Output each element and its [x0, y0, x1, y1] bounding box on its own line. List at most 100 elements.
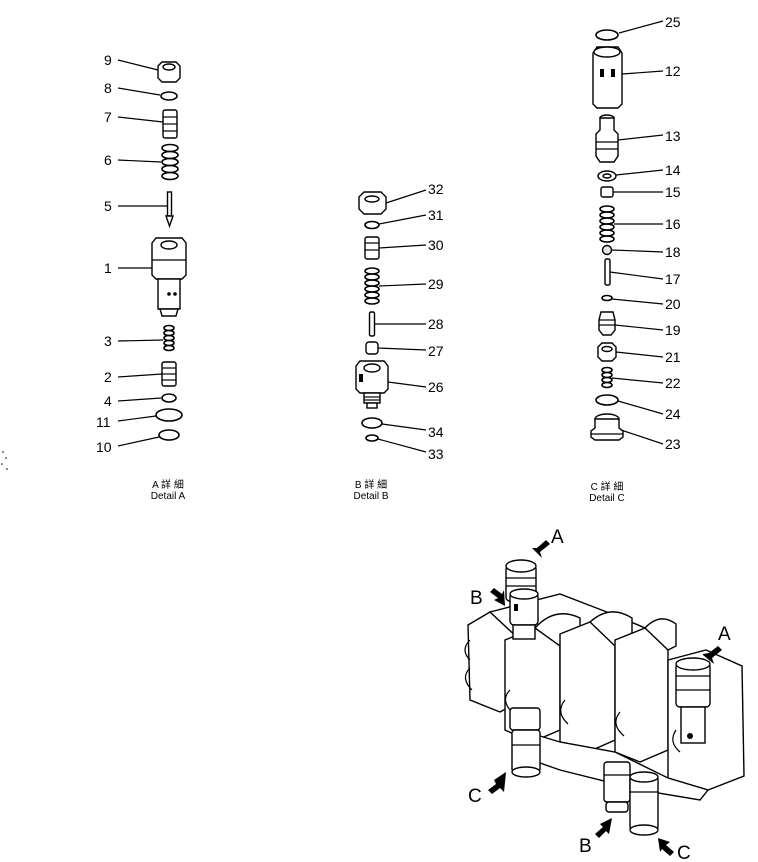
part-label-1: 1 [104, 260, 112, 276]
part-label-26: 26 [428, 379, 444, 395]
part-24-o-ring [595, 394, 619, 406]
part-label-25: 25 [665, 14, 681, 30]
arrow-a-right [703, 646, 722, 664]
detail-b-assembly [355, 191, 389, 442]
overview-valve-b-bottom [603, 761, 631, 813]
part-33-o-ring [365, 434, 379, 442]
detail-a-caption-jp: A 詳 細 [152, 478, 184, 491]
overview-valve-b-top [509, 588, 539, 640]
part-label-34: 34 [428, 424, 444, 440]
part-label-33: 33 [428, 446, 444, 462]
part-label-3: 3 [104, 333, 112, 349]
part-13-spool [595, 114, 619, 163]
part-label-28: 28 [428, 316, 444, 332]
part-11-o-ring [155, 408, 183, 422]
part-14-seat [597, 170, 617, 182]
part-label-13: 13 [665, 128, 681, 144]
part-label-12: 12 [665, 63, 681, 79]
part-29-spring [364, 267, 380, 305]
overview-valve-c-bottom [629, 771, 659, 836]
part-10-o-ring [158, 429, 180, 441]
part-23-plug [590, 413, 624, 441]
part-label-27: 27 [428, 343, 444, 359]
part-3-spring [163, 324, 175, 352]
part-20-o-ring [601, 294, 613, 302]
part-26-body [355, 360, 389, 409]
part-label-10: 10 [96, 439, 112, 455]
detail-a-leaders [117, 59, 167, 447]
detail-b-caption-jp: B 詳 細 [355, 478, 387, 491]
part-label-21: 21 [665, 349, 681, 365]
detail-c-assembly [590, 29, 624, 441]
view-label-a-top: A [551, 527, 564, 548]
part-8-o-ring [160, 91, 178, 101]
part-17-pin [604, 258, 611, 286]
part-label-18: 18 [665, 244, 681, 260]
part-2-poppet [161, 361, 177, 387]
overview-valve-a-right [675, 657, 711, 744]
part-label-8: 8 [104, 80, 112, 96]
part-label-32: 32 [428, 181, 444, 197]
part-1-body [151, 237, 187, 317]
part-label-5: 5 [104, 198, 112, 214]
view-label-a-right: A [718, 624, 731, 645]
part-label-6: 6 [104, 152, 112, 168]
part-label-20: 20 [665, 296, 681, 312]
part-4-o-ring [161, 393, 177, 403]
part-label-7: 7 [104, 109, 112, 125]
part-28-pin [368, 311, 376, 337]
part-label-23: 23 [665, 436, 681, 452]
detail-b-caption-en: Detail B [353, 491, 388, 502]
detail-c-leaders [609, 20, 664, 445]
part-34-o-ring [361, 417, 383, 429]
view-label-b-bottom: B [579, 836, 592, 857]
part-18-ball [601, 244, 613, 256]
part-19-plug [598, 311, 616, 336]
detail-b-leaders [374, 189, 427, 453]
part-5-pin [165, 191, 174, 229]
part-label-19: 19 [665, 322, 681, 338]
view-label-b-left: B [470, 588, 483, 609]
part-label-16: 16 [665, 216, 681, 232]
view-label-c-bottom: C [677, 843, 691, 862]
part-label-2: 2 [104, 369, 112, 385]
part-7-spool [162, 109, 178, 139]
detail-c-caption-en: Detail C [589, 493, 625, 504]
part-label-30: 30 [428, 237, 444, 253]
part-31-o-ring [364, 220, 380, 230]
part-25-o-ring [595, 29, 619, 41]
part-label-24: 24 [665, 406, 681, 422]
arrow-a-top [532, 540, 550, 558]
part-label-15: 15 [665, 184, 681, 200]
detail-a-assembly [151, 61, 187, 441]
part-12-sleeve [592, 46, 623, 109]
part-22-spring [601, 366, 613, 389]
part-label-31: 31 [428, 207, 444, 223]
control-valve-overview: A B A C B C [464, 527, 745, 862]
part-label-22: 22 [665, 375, 681, 391]
detail-c-caption-jp: C 詳 細 [591, 480, 624, 493]
view-label-c-left: C [468, 786, 482, 807]
overview-valve-c-left [509, 707, 541, 778]
part-9-nut [157, 61, 181, 83]
part-label-4: 4 [104, 393, 112, 409]
scan-speckle [1, 451, 8, 470]
part-27-poppet [365, 341, 379, 355]
arrow-c-bottom [658, 838, 674, 856]
part-number-labels: 9 8 7 6 5 1 3 2 4 11 10 32 31 30 29 28 2… [96, 14, 681, 462]
arrow-c-left [488, 772, 506, 794]
part-label-14: 14 [665, 162, 681, 178]
part-30-spool [364, 236, 380, 260]
detail-a-caption-en: Detail A [151, 491, 186, 502]
part-15-retainer [600, 186, 614, 198]
part-label-9: 9 [104, 52, 112, 68]
part-6-spring [161, 143, 179, 181]
part-label-29: 29 [428, 276, 444, 292]
part-32-nut [358, 191, 387, 215]
arrow-b-left [490, 588, 505, 606]
part-label-11: 11 [96, 414, 111, 430]
part-16-spring [599, 205, 615, 243]
detail-captions: A 詳 細 Detail A B 詳 細 Detail B C 詳 細 Deta… [151, 478, 625, 504]
part-21-nut [597, 342, 617, 362]
